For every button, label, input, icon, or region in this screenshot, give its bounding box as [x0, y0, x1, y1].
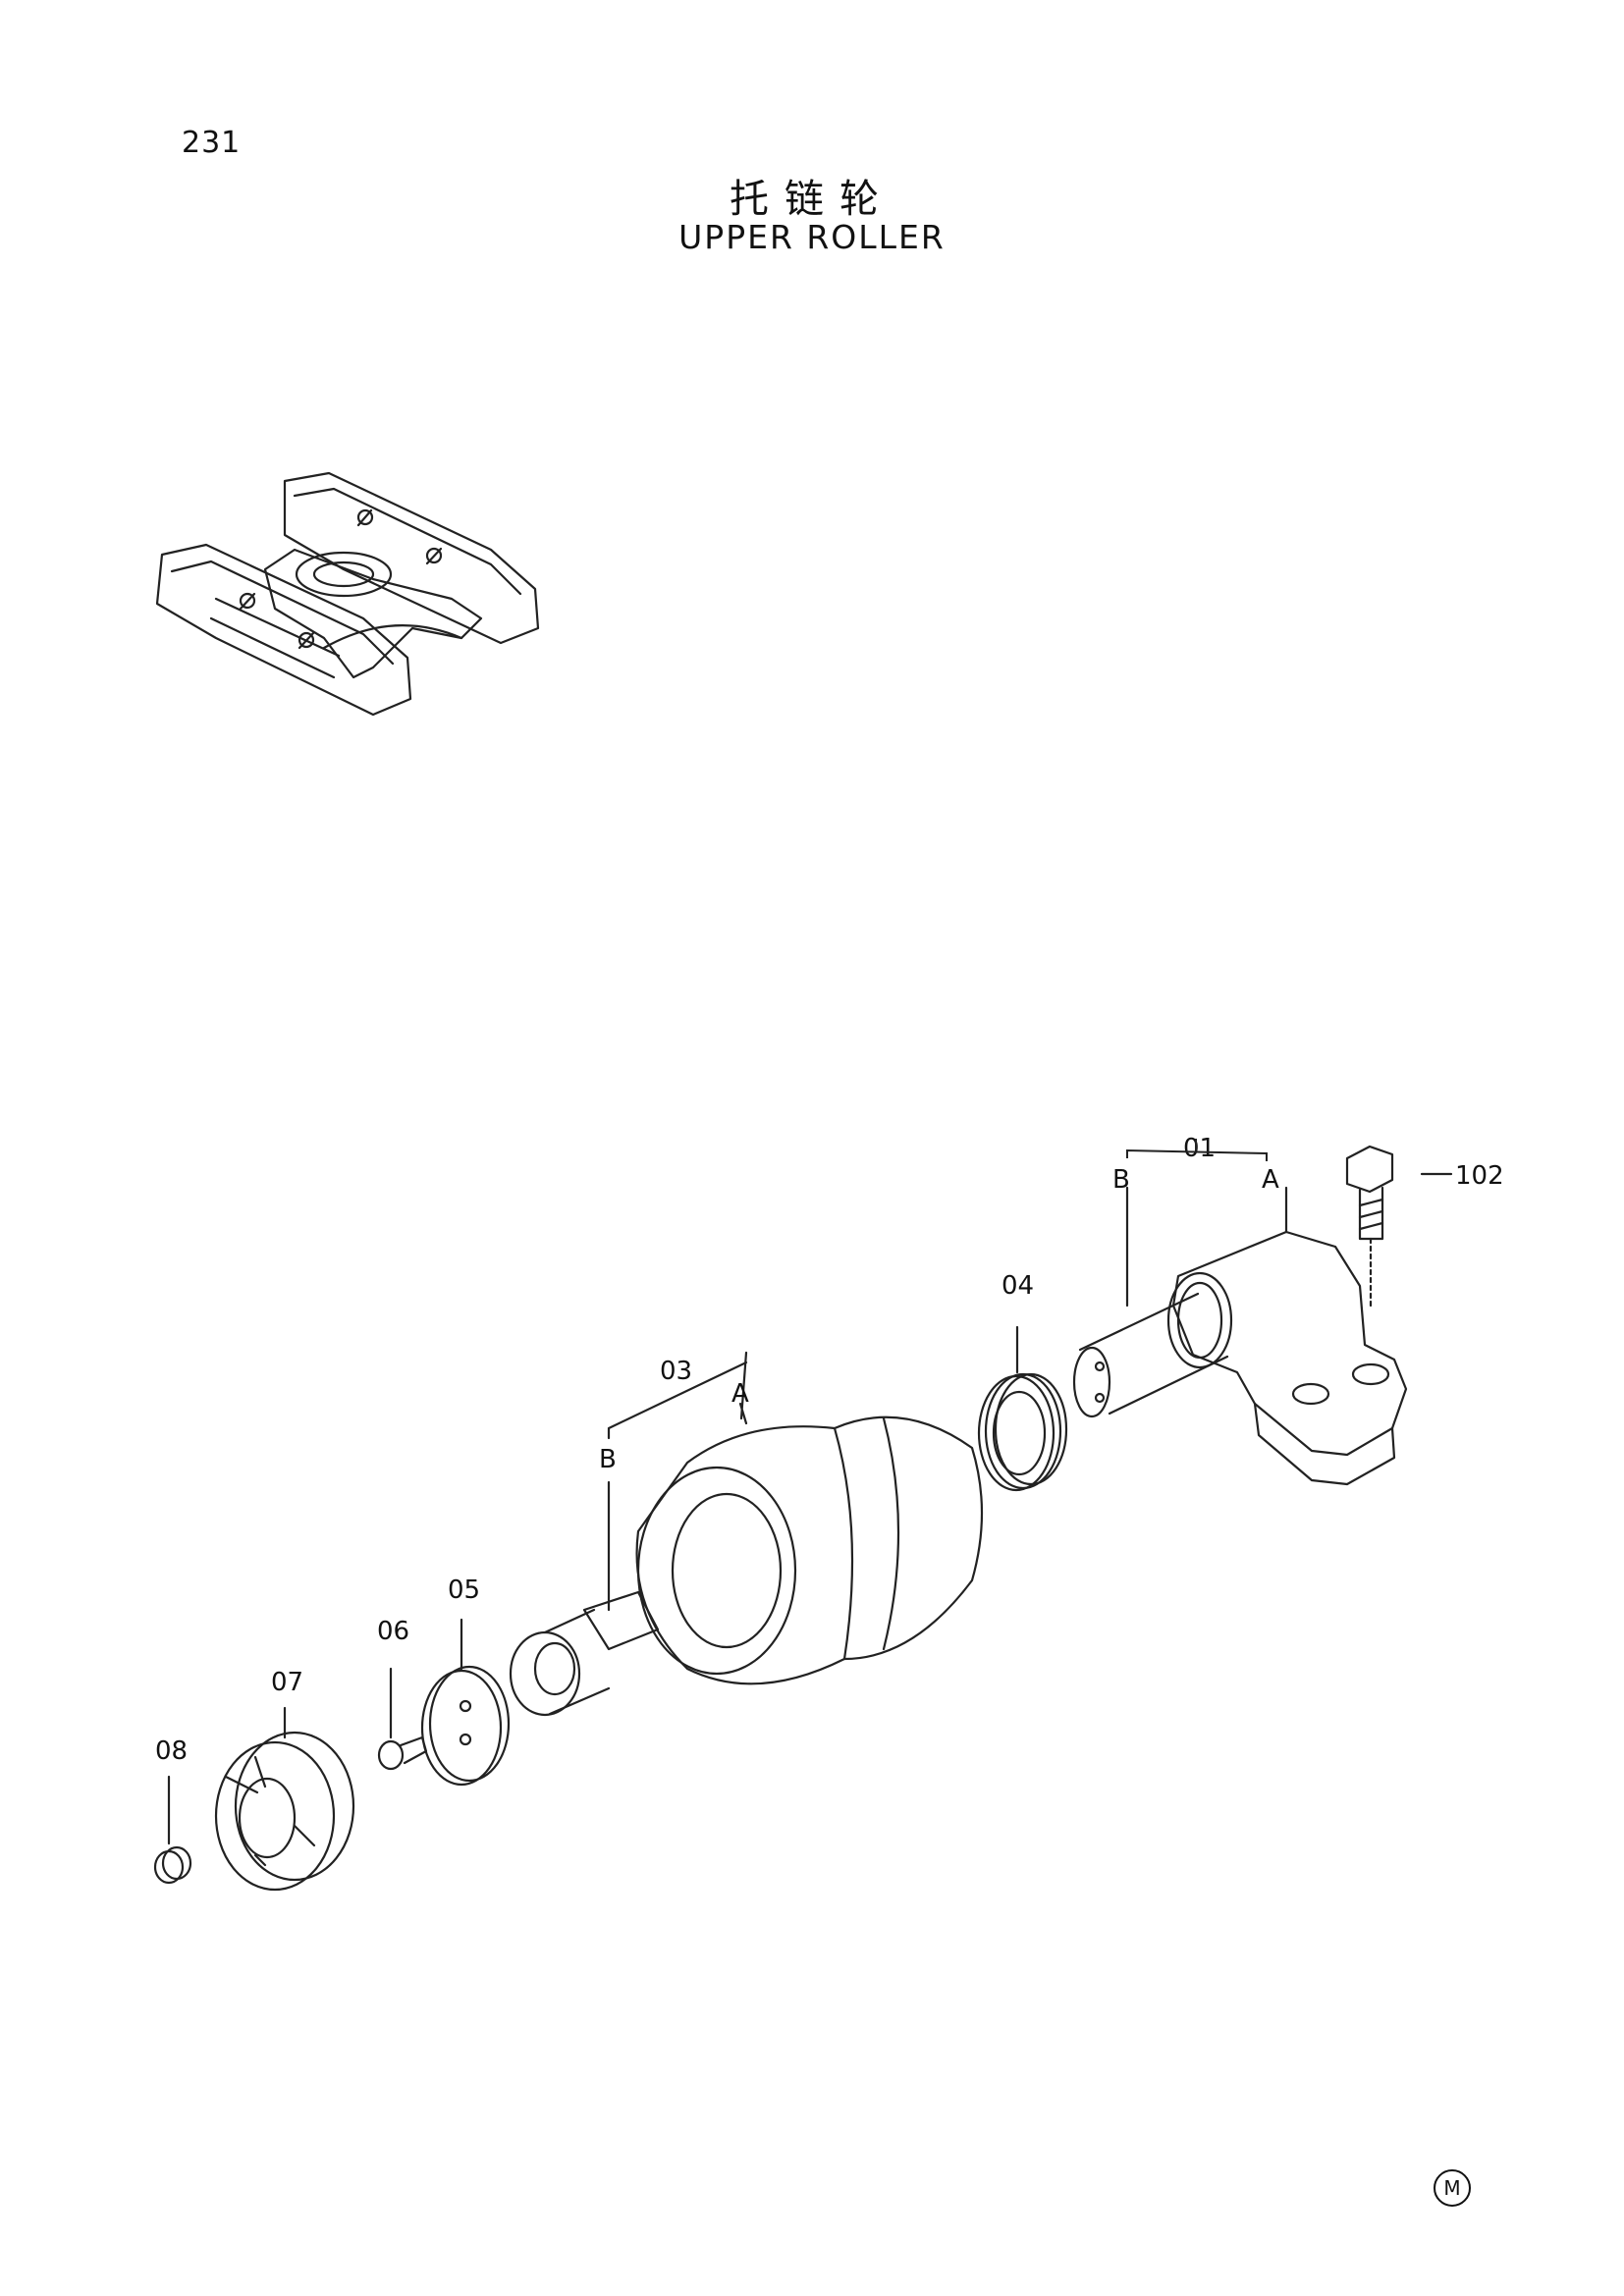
- callout-08: 08: [155, 1736, 188, 1766]
- callout-04: 04: [1001, 1271, 1034, 1301]
- callout-03-a: A: [731, 1379, 749, 1409]
- part-03-roller-body: [607, 1351, 984, 1685]
- part-06-bolt: [377, 1667, 428, 1771]
- callout-03: 03: [660, 1357, 692, 1386]
- callout-102: 102: [1455, 1161, 1504, 1191]
- callout-03-b: B: [599, 1445, 617, 1474]
- callout-01-b: B: [1112, 1165, 1130, 1195]
- part-01-shaft-bracket: [1072, 1186, 1408, 1486]
- part-05-thrust-plate: [420, 1618, 511, 1787]
- title-chinese: 托链轮: [730, 177, 894, 222]
- callout-01: 01: [1183, 1134, 1216, 1163]
- callout-06: 06: [377, 1617, 409, 1646]
- page-number: 231: [182, 126, 242, 160]
- part-102-bolt: [1345, 1145, 1453, 1308]
- undercarriage-overview-drawing: [155, 471, 540, 717]
- part-08-plug: [153, 1775, 192, 1885]
- part-03-bushing: [509, 1590, 660, 1717]
- callout-07: 07: [271, 1668, 303, 1697]
- callout-05: 05: [448, 1575, 480, 1605]
- title-english: UPPER ROLLER: [678, 218, 946, 256]
- part-04-floating-seal: [977, 1325, 1068, 1492]
- callout-01-a: A: [1262, 1165, 1279, 1195]
- part-07-end-cap: [214, 1706, 355, 1892]
- page-mark-m: M: [1434, 2169, 1471, 2207]
